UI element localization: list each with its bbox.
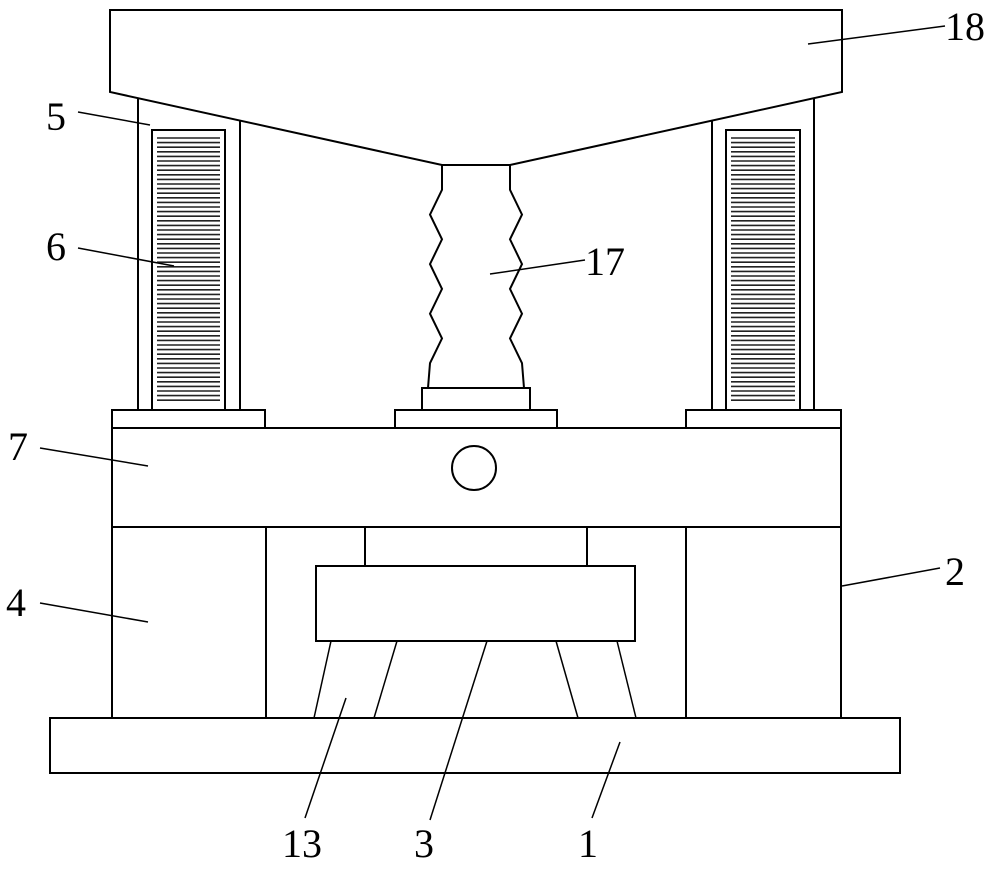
- leg-line: [555, 640, 579, 719]
- leg-line: [313, 640, 332, 719]
- leader-6: [77, 247, 175, 267]
- label-1: 1: [578, 821, 598, 866]
- leader-17: [489, 259, 586, 275]
- label-2: 2: [945, 549, 965, 594]
- label-6: 6: [46, 224, 66, 269]
- left-mount-plate: [111, 409, 266, 429]
- label-5: 5: [46, 94, 66, 139]
- leg-line: [616, 640, 637, 719]
- leader-1: [591, 741, 621, 819]
- leader-4: [39, 602, 149, 623]
- label-7: 7: [8, 424, 28, 469]
- pivot-hole: [451, 445, 497, 491]
- right-mount-plate: [685, 409, 842, 429]
- left-support-block: [111, 526, 267, 719]
- base-plate: [49, 717, 901, 774]
- center-post: [364, 526, 588, 568]
- center-mount-plate: [394, 409, 558, 429]
- leader-3: [429, 640, 488, 821]
- label-3: 3: [414, 821, 434, 866]
- leader-2: [841, 567, 941, 587]
- label-4: 4: [6, 580, 26, 625]
- right-grille: [731, 137, 795, 402]
- leader-18: [807, 25, 946, 45]
- leader-13: [304, 697, 347, 819]
- bellows: [426, 164, 526, 389]
- center-box: [315, 565, 636, 642]
- leg-line: [373, 640, 398, 719]
- slanted-legs: [313, 640, 637, 719]
- label-18: 18: [945, 4, 985, 49]
- top-hopper: [109, 9, 843, 166]
- leader-7: [39, 447, 149, 467]
- leader-5: [77, 111, 151, 126]
- left-grille: [157, 137, 220, 402]
- bellows-base: [421, 387, 531, 411]
- leader-lines: [39, 25, 946, 821]
- right-support-block: [685, 526, 842, 719]
- label-13: 13: [282, 821, 322, 866]
- label-17: 17: [585, 239, 625, 284]
